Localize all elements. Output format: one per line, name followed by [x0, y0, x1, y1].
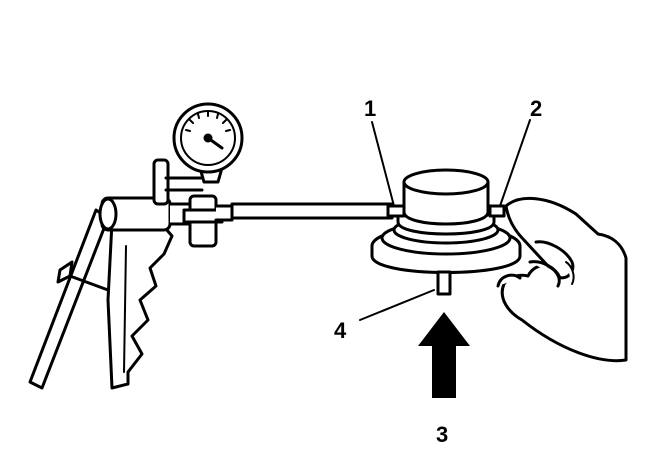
callout-3: 3 — [436, 422, 448, 447]
callout-2: 2 — [530, 96, 542, 121]
leader-line-1 — [371, 121, 395, 207]
callout-4: 4 — [334, 318, 347, 343]
leader-line-2 — [499, 119, 531, 207]
leader-lines — [359, 119, 531, 321]
diaphragm-valve-icon — [370, 168, 522, 296]
hand-icon — [496, 196, 628, 363]
callout-1: 1 — [364, 96, 376, 121]
vacuum-gauge-icon — [172, 102, 244, 184]
vacuum-pump-icon — [28, 158, 234, 390]
arrow-up-icon — [418, 312, 470, 398]
vacuum-hose-icon — [230, 202, 394, 220]
leader-line-4 — [359, 289, 435, 321]
